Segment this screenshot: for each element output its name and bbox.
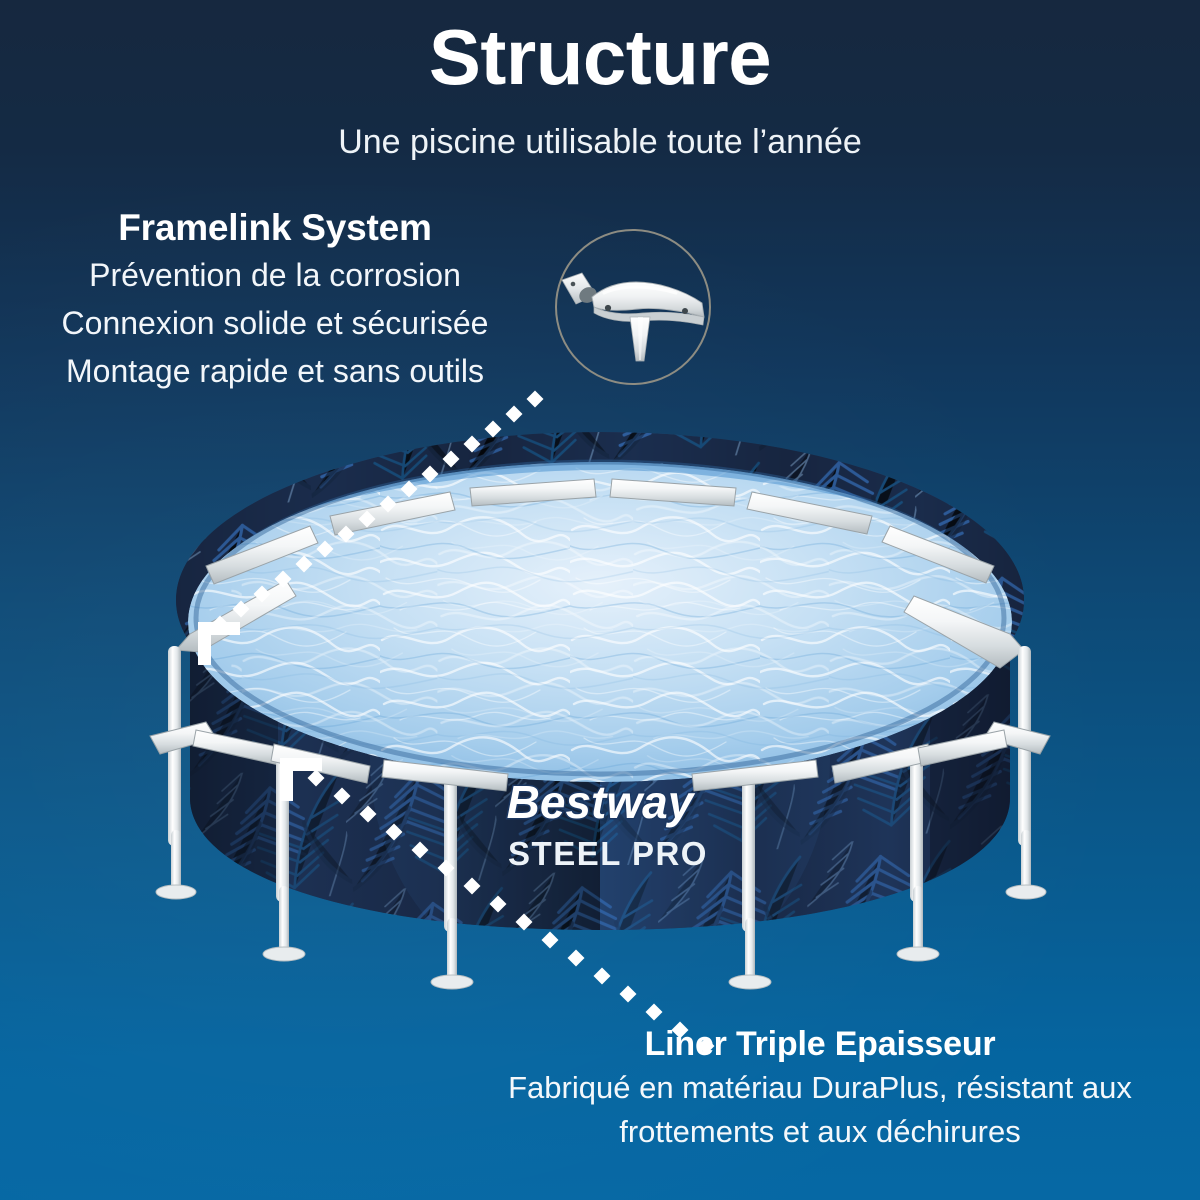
liner-title: Liner Triple Epaisseur	[644, 1025, 996, 1063]
pool-water	[188, 462, 1012, 782]
brand-lockup: Bestway STEEL PRO	[505, 775, 708, 873]
framelink-title: Framelink System	[118, 207, 432, 248]
pool-product-image: Bestway STEEL PRO	[149, 432, 1051, 990]
liner-line-1: Fabriqué en matériau DuraPlus, résistant…	[508, 1070, 1132, 1105]
framelink-line-1: Prévention de la corrosion	[89, 257, 461, 293]
framelink-connector-inset	[555, 229, 711, 385]
liner-line-2: frottements et aux déchirures	[619, 1114, 1021, 1149]
page-title: Structure	[428, 13, 772, 101]
framelink-line-3: Montage rapide et sans outils	[65, 353, 485, 389]
brand-model: STEEL PRO	[508, 835, 708, 872]
brand-name: Bestway	[507, 776, 696, 828]
framelink-connector-icon	[561, 272, 705, 362]
inset-ring	[555, 229, 711, 385]
callout-liner: Liner Triple Epaisseur Fabriqué en matér…	[450, 1022, 1190, 1154]
framelink-line-2: Connexion solide et sécurisée	[61, 305, 489, 341]
page-subtitle: Une piscine utilisable toute l’année	[338, 123, 862, 161]
callout-framelink: Framelink System Prévention de la corros…	[40, 205, 510, 395]
